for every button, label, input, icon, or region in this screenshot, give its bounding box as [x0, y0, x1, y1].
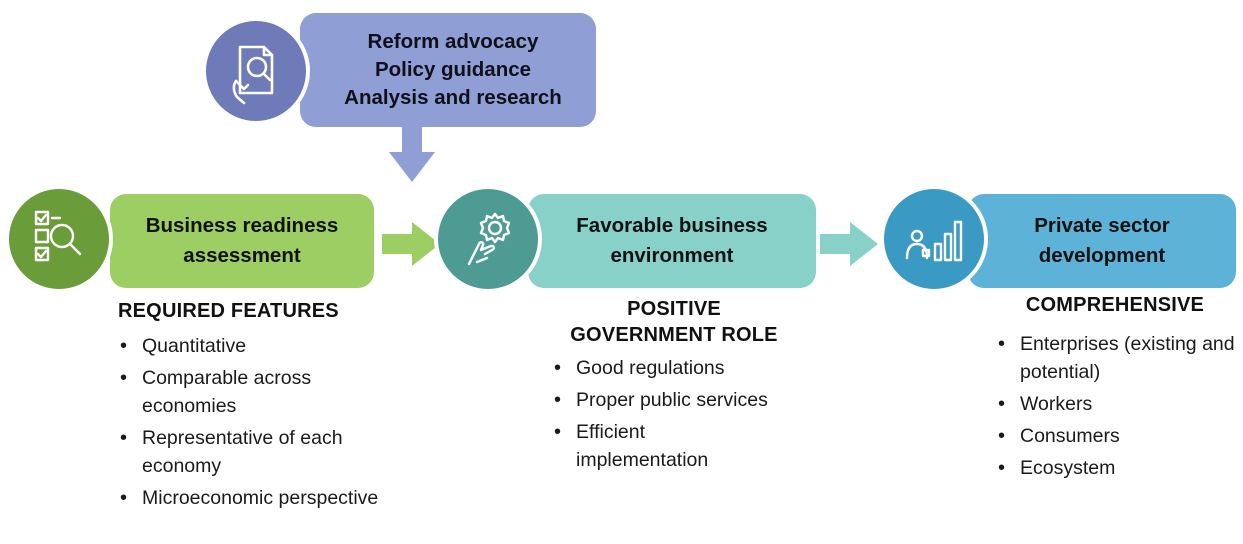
stage2-icon-circle [434, 185, 542, 293]
list-item: Quantitative [118, 332, 388, 360]
list-item: Consumers [996, 422, 1236, 450]
advocacy-icon-circle [202, 17, 310, 125]
hand-gear-icon [467, 212, 511, 266]
stage-private-sector-box: Private sector development [968, 194, 1236, 288]
list-item: Good regulations [552, 354, 832, 382]
right-arrow-2 [820, 222, 878, 266]
list-item: Comparable across economies [118, 364, 388, 420]
list-item: Microeconomic perspective [118, 484, 388, 512]
advocacy-line-1: Reform advocacy [367, 30, 539, 53]
stage2-label-line-1: Favorable business [576, 214, 768, 237]
stage3-label-line-1: Private sector [1034, 214, 1170, 237]
stage1-bullet-list: Quantitative Comparable across economies… [118, 332, 388, 516]
right-arrow-1 [382, 222, 440, 266]
person-bar-chart-icon [905, 220, 963, 262]
magnifier-document-icon [232, 45, 274, 105]
list-item: Ecosystem [996, 454, 1236, 482]
stage1-icon-circle [5, 185, 113, 293]
stage-business-readiness-box: Business readiness assessment [110, 194, 374, 288]
stage2-bullet-list: Good regulations Proper public services … [552, 354, 832, 478]
stage3-label-line-2: development [1038, 244, 1166, 267]
stage3-icon-circle [880, 185, 988, 293]
list-item: Representative of each economy [118, 424, 388, 480]
advocacy-box: Reform advocacy Policy guidance Analysis… [300, 13, 596, 127]
stage1-label-line-1: Business readiness [145, 214, 339, 237]
stage2-heading: POSITIVE GOVERNMENT ROLE [548, 296, 800, 348]
stage1-label-line-2: assessment [183, 244, 301, 267]
advocacy-line-3: Analysis and research [344, 86, 562, 109]
down-arrow [389, 126, 435, 182]
checklist-magnifier-icon [34, 210, 82, 262]
stage1-heading: REQUIRED FEATURES [118, 300, 339, 322]
stage-favorable-environment-box: Favorable business environment [528, 194, 816, 288]
stage2-label-line-2: environment [610, 244, 734, 267]
advocacy-line-2: Policy guidance [374, 58, 532, 81]
list-item: Workers [996, 390, 1236, 418]
stage3-bullet-list: Enterprises (existing and potential) Wor… [996, 330, 1236, 486]
list-item: Efficient implementation [552, 418, 726, 474]
list-item: Enterprises (existing and potential) [996, 330, 1236, 386]
stage3-heading: COMPREHENSIVE [1025, 294, 1205, 316]
stage2-heading-line-1: POSITIVE [627, 298, 721, 320]
list-item: Proper public services [552, 386, 832, 414]
stage2-heading-line-2: GOVERNMENT ROLE [570, 324, 778, 346]
